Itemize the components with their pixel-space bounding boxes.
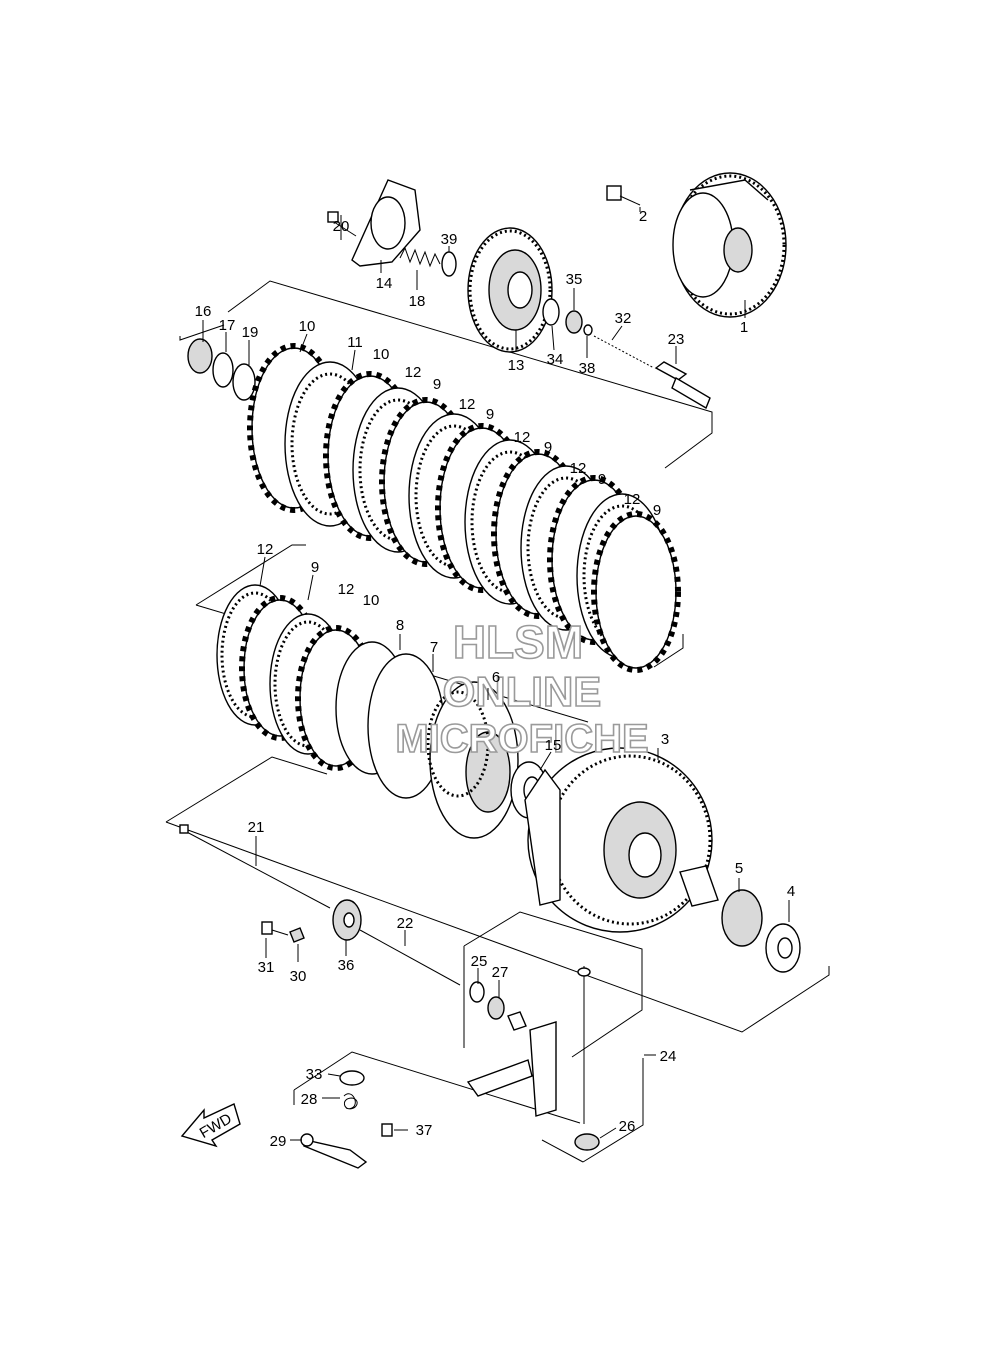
clutch-plates-upper	[247, 343, 681, 673]
watermark: HLSM ONLINE MICROFICHE	[395, 615, 650, 762]
callout-34: 34	[547, 351, 564, 368]
clutch-spring-18	[399, 246, 441, 268]
bolt-2	[606, 185, 641, 206]
callout-19: 19	[242, 324, 259, 341]
callout-7: 7	[430, 639, 438, 656]
clutch-cover-plate-14	[351, 179, 421, 267]
callout-25: 25	[471, 953, 488, 970]
spring-28	[343, 1093, 358, 1110]
callout-26: 26	[619, 1118, 636, 1135]
callout-9d: 9	[598, 471, 606, 488]
clutch-push-rod-21	[179, 824, 331, 909]
callout-3: 3	[661, 731, 669, 748]
washer-33	[339, 1070, 365, 1086]
callout-18: 18	[409, 293, 426, 310]
oil-seal-26	[574, 1133, 600, 1151]
callout-21: 21	[248, 819, 265, 836]
callout-36: 36	[338, 957, 355, 974]
bearing-35-34-38	[542, 298, 593, 336]
callout-1: 1	[740, 319, 748, 336]
push-rod-32	[593, 335, 655, 369]
callout-4: 4	[787, 883, 795, 900]
callout-37: 37	[416, 1122, 433, 1139]
callout-12g: 12	[338, 581, 355, 598]
spacer-5-bearing	[679, 865, 763, 947]
callout-8: 8	[396, 617, 404, 634]
callout-9f: 9	[311, 559, 319, 576]
push-piece-23	[654, 361, 711, 410]
washer-4	[765, 923, 801, 973]
rod-22	[359, 929, 461, 986]
washer-39	[441, 251, 457, 277]
callout-22: 22	[397, 915, 414, 932]
callout-12e: 12	[624, 491, 641, 508]
leader-lines	[202, 207, 790, 1141]
bolt-20	[327, 211, 357, 237]
washers-16-17-19	[187, 338, 256, 401]
callout-9e: 9	[653, 502, 661, 519]
primary-driven-gear-1	[672, 172, 787, 318]
bolt-31-washer-30	[261, 921, 305, 943]
watermark-line-1: HLSM	[453, 616, 583, 668]
callout-9c: 9	[544, 439, 552, 456]
callout-27: 27	[492, 964, 509, 981]
release-arm-24	[466, 966, 591, 1124]
callout-35: 35	[566, 271, 583, 288]
callout-12a: 12	[405, 364, 422, 381]
clutch-release-hub-13	[467, 227, 553, 353]
callout-15: 15	[545, 737, 562, 754]
callout-20: 20	[333, 218, 350, 235]
callout-32: 32	[615, 310, 632, 327]
callout-30: 30	[290, 968, 307, 985]
callout-10a: 10	[299, 318, 316, 335]
clutch-plates-lower	[216, 584, 445, 799]
callout-9b: 9	[486, 406, 494, 423]
callout-39: 39	[441, 231, 458, 248]
bolt-37	[381, 1123, 393, 1137]
bearing-36	[332, 899, 362, 941]
callout-labels: 1 2 3 4 5 6 7 8 9 9 9 9 9 9 10 10 10 11 …	[195, 208, 796, 1150]
callout-17: 17	[219, 317, 236, 334]
callout-29: 29	[270, 1133, 287, 1150]
callout-6: 6	[492, 669, 500, 686]
callout-12f: 12	[257, 541, 274, 558]
fwd-arrow: FWD	[180, 1103, 241, 1148]
watermark-line-3: MICROFICHE	[395, 717, 648, 761]
callout-28: 28	[301, 1091, 318, 1108]
callout-10c: 10	[363, 592, 380, 609]
callout-12c: 12	[514, 429, 531, 446]
release-lever-29	[300, 1133, 368, 1169]
callout-10b: 10	[373, 346, 390, 363]
callout-12b: 12	[459, 396, 476, 413]
clutch-sleeve-hub-6	[426, 681, 519, 839]
callout-23: 23	[668, 331, 685, 348]
callout-12d: 12	[570, 460, 587, 477]
callout-14: 14	[376, 275, 393, 292]
primary-gear-assembly-3	[524, 747, 713, 933]
callout-38: 38	[579, 360, 596, 377]
callout-9a: 9	[433, 376, 441, 393]
callout-24: 24	[660, 1048, 677, 1065]
watermark-line-2: ONLINE	[443, 668, 602, 715]
callout-16: 16	[195, 303, 212, 320]
callout-2: 2	[639, 208, 647, 225]
callout-13: 13	[508, 357, 525, 374]
callout-11: 11	[347, 334, 363, 351]
callout-33: 33	[306, 1066, 323, 1083]
callout-31: 31	[258, 959, 275, 976]
callout-5: 5	[735, 860, 743, 877]
